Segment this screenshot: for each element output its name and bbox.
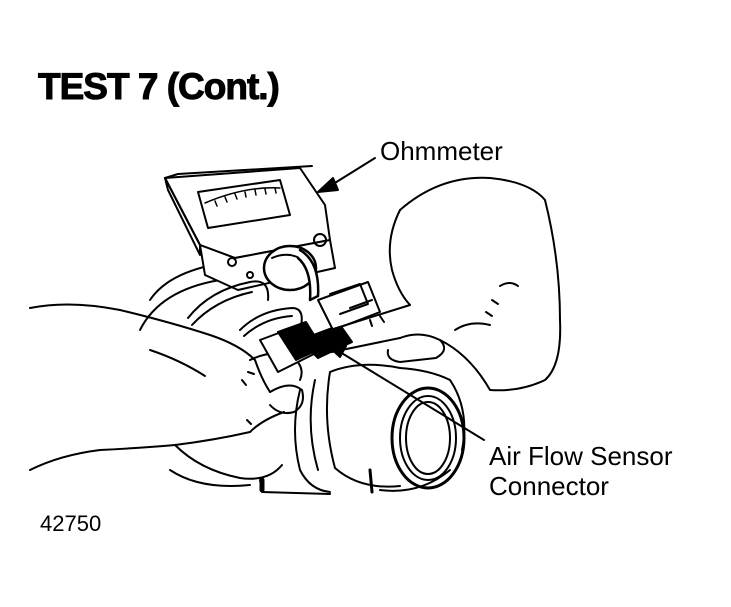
- air-flow-sensor-housing: [140, 262, 464, 494]
- ohmmeter-callout-arrow: [318, 158, 375, 192]
- test-leads: [188, 281, 302, 336]
- air-flow-sensor-label: Air Flow Sensor: [489, 441, 673, 471]
- air-flow-sensor-connector: [260, 282, 380, 372]
- right-hand: [325, 178, 560, 391]
- left-hand: [30, 304, 303, 478]
- connector-label: Connector: [489, 471, 609, 501]
- figure-number: 42750: [40, 511, 102, 536]
- ohmmeter-body: [165, 166, 335, 300]
- page-title: TEST 7 (Cont.): [38, 66, 281, 108]
- connector-callout-arrow: [326, 344, 484, 440]
- ohmmeter-label: Ohmmeter: [380, 136, 503, 166]
